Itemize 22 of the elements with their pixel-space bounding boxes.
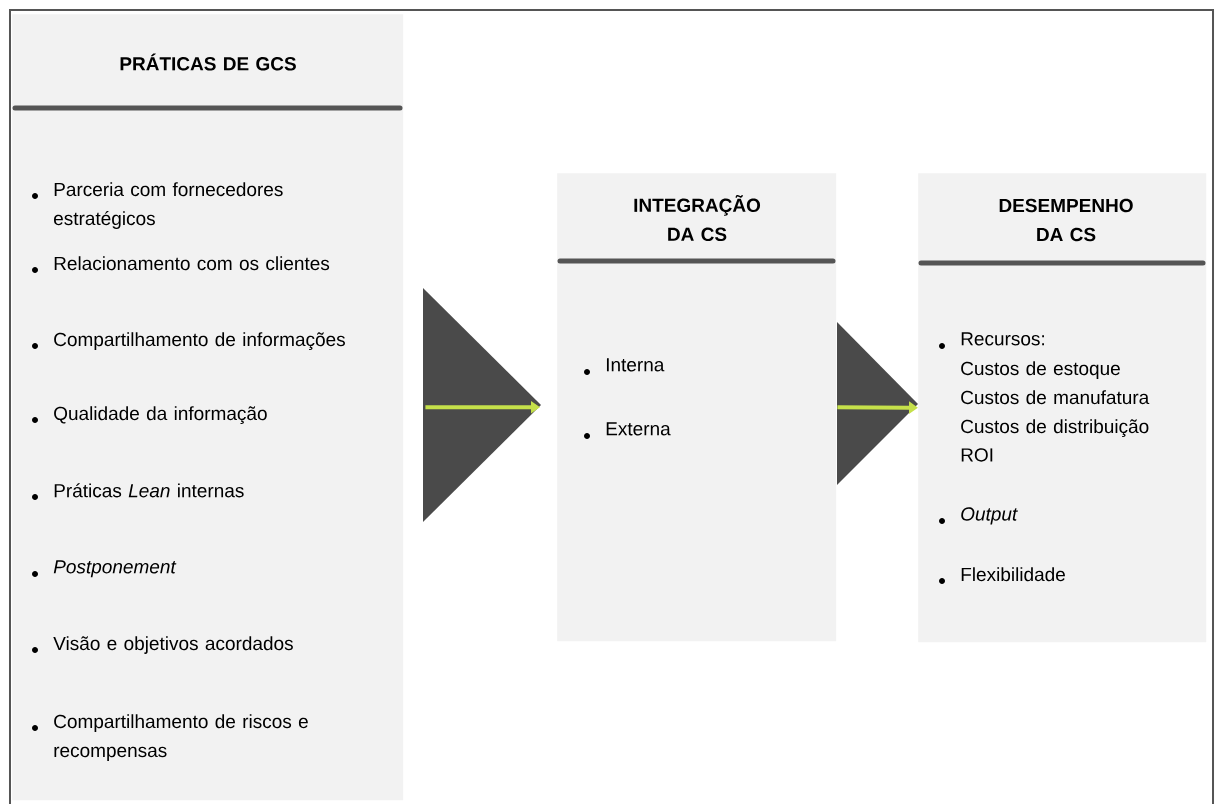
list-item: Compartilhamento de riscos e recompensas	[32, 714, 308, 761]
heading: PRÁTICAS DE GCS	[120, 53, 296, 71]
list-item: Postponement	[32, 560, 177, 578]
list-item: Qualidade da informação	[32, 406, 267, 424]
list-item: Práticas Lean internas	[32, 483, 244, 500]
list-item: Visão e objetivos acordados	[32, 636, 293, 654]
list-item: Interna	[584, 358, 665, 375]
list-item: Custos de distribuição	[961, 419, 1149, 437]
list-item: Output	[939, 507, 1018, 525]
list-item: Relacionamento com os clientes	[32, 256, 330, 273]
chevron-arrow	[837, 322, 918, 485]
list-item: Externa	[584, 422, 671, 439]
list-item: Custos de estoque	[961, 361, 1120, 379]
list-item: Flexibilidade	[939, 567, 1065, 584]
heading: DESEMPENHO DA CS	[999, 198, 1133, 242]
chevron-arrow	[423, 288, 541, 522]
list-item: Parceria com fornecedores estratégicos	[32, 182, 283, 229]
list-item: ROI	[961, 448, 993, 462]
heading: INTEGRAÇÃO DA CS	[634, 194, 761, 242]
list-item: Compartilhamento de informações	[32, 332, 345, 350]
list-item: Custos de manufatura	[961, 390, 1150, 405]
list-item: Recursos:	[939, 332, 1044, 349]
